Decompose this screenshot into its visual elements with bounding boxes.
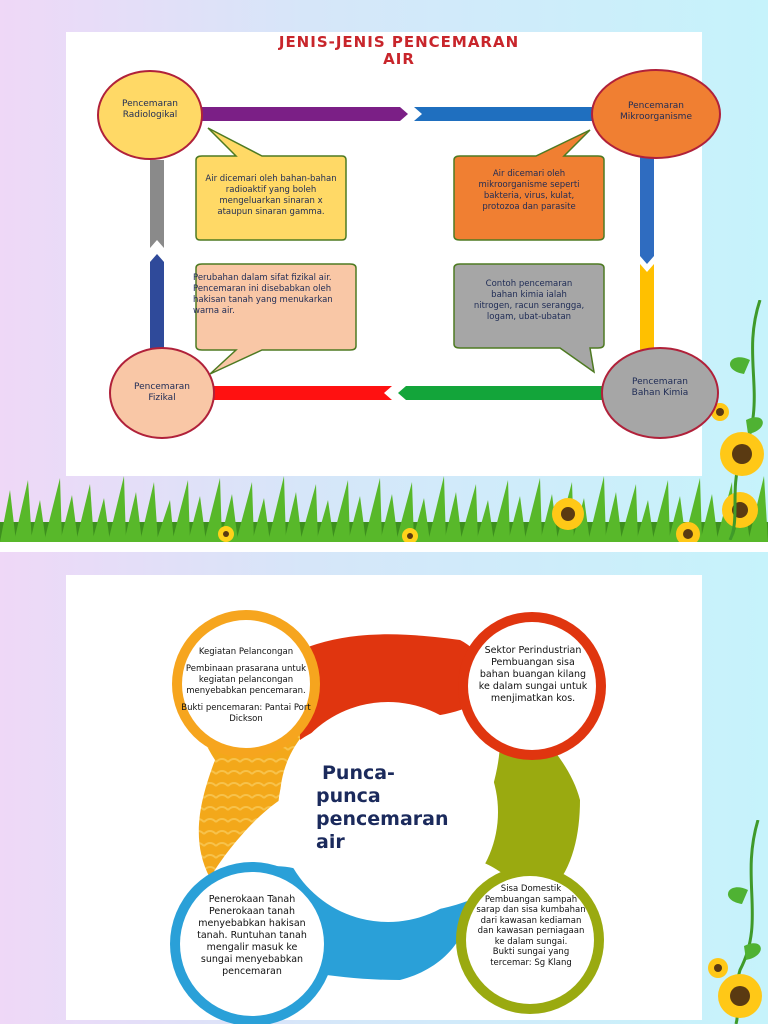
bubble-text-kimia: Contoh pencemaran bahan kimia ialah nitr… [473, 279, 585, 322]
text-bottom-left: Penerokaan Tanah Penerokaan tanah menyeb… [197, 894, 307, 977]
bubble-text-mikroorganisme: Air dicemari oleh mikroorganisme seperti… [478, 169, 580, 212]
node-label-fizikal: Pencemaran Fizikal [133, 382, 191, 403]
circle-center [278, 702, 498, 922]
slide-divider [0, 540, 768, 552]
arrow-bottom-right [398, 386, 606, 400]
slide1-diagram [97, 69, 721, 439]
sunflower-vine-decoration [711, 300, 764, 540]
text-top-left: Kegiatan Pelancongan Pembinaan prasarana… [181, 647, 311, 724]
arrow-top-left [200, 107, 408, 121]
grass-decoration [0, 476, 768, 542]
node-fizikal [109, 347, 215, 439]
node-radiologikal [97, 70, 203, 160]
arrow-left-bottom [150, 254, 164, 350]
arrow-left-top [150, 160, 164, 248]
bubble-kimia [453, 263, 605, 374]
node-mikroorganisme [591, 69, 721, 159]
node-label-mikroorganisme: Pencemaran Mikroorganisme [620, 101, 692, 122]
bubble-text-radiologikal: Air dicemari oleh bahan-bahan radioaktif… [205, 174, 337, 217]
text-top-right: Sektor Perindustrian Pembuangan sisa bah… [478, 645, 588, 704]
center-title: Punca- punca pencemaran air [316, 762, 449, 853]
arrow-right-bottom [640, 264, 654, 350]
bubble-fizikal [195, 263, 357, 375]
arrow-top-right [414, 107, 598, 121]
slide1-title: JENIS-JENIS PENCEMARAN AIR [278, 33, 520, 68]
node-label-radiologikal: Pencemaran Radiologikal [121, 99, 179, 120]
bubble-radiologikal [195, 127, 347, 241]
arrow-bottom-left [210, 386, 392, 400]
node-kimia [601, 347, 719, 439]
text-bottom-right: Sisa Domestik Pembuangan sampah sarap da… [476, 884, 586, 968]
sunflower-vine-decoration-2 [708, 820, 762, 1024]
arrow-right-top [640, 150, 654, 264]
slide2-diagram [170, 610, 606, 1024]
node-label-kimia: Pencemaran Bahan Kimia [631, 377, 689, 398]
bubble-text-fizikal: Perubahan dalam sifat fizikal air. Pence… [193, 273, 333, 316]
bubble-mikroorganisme [453, 129, 605, 241]
